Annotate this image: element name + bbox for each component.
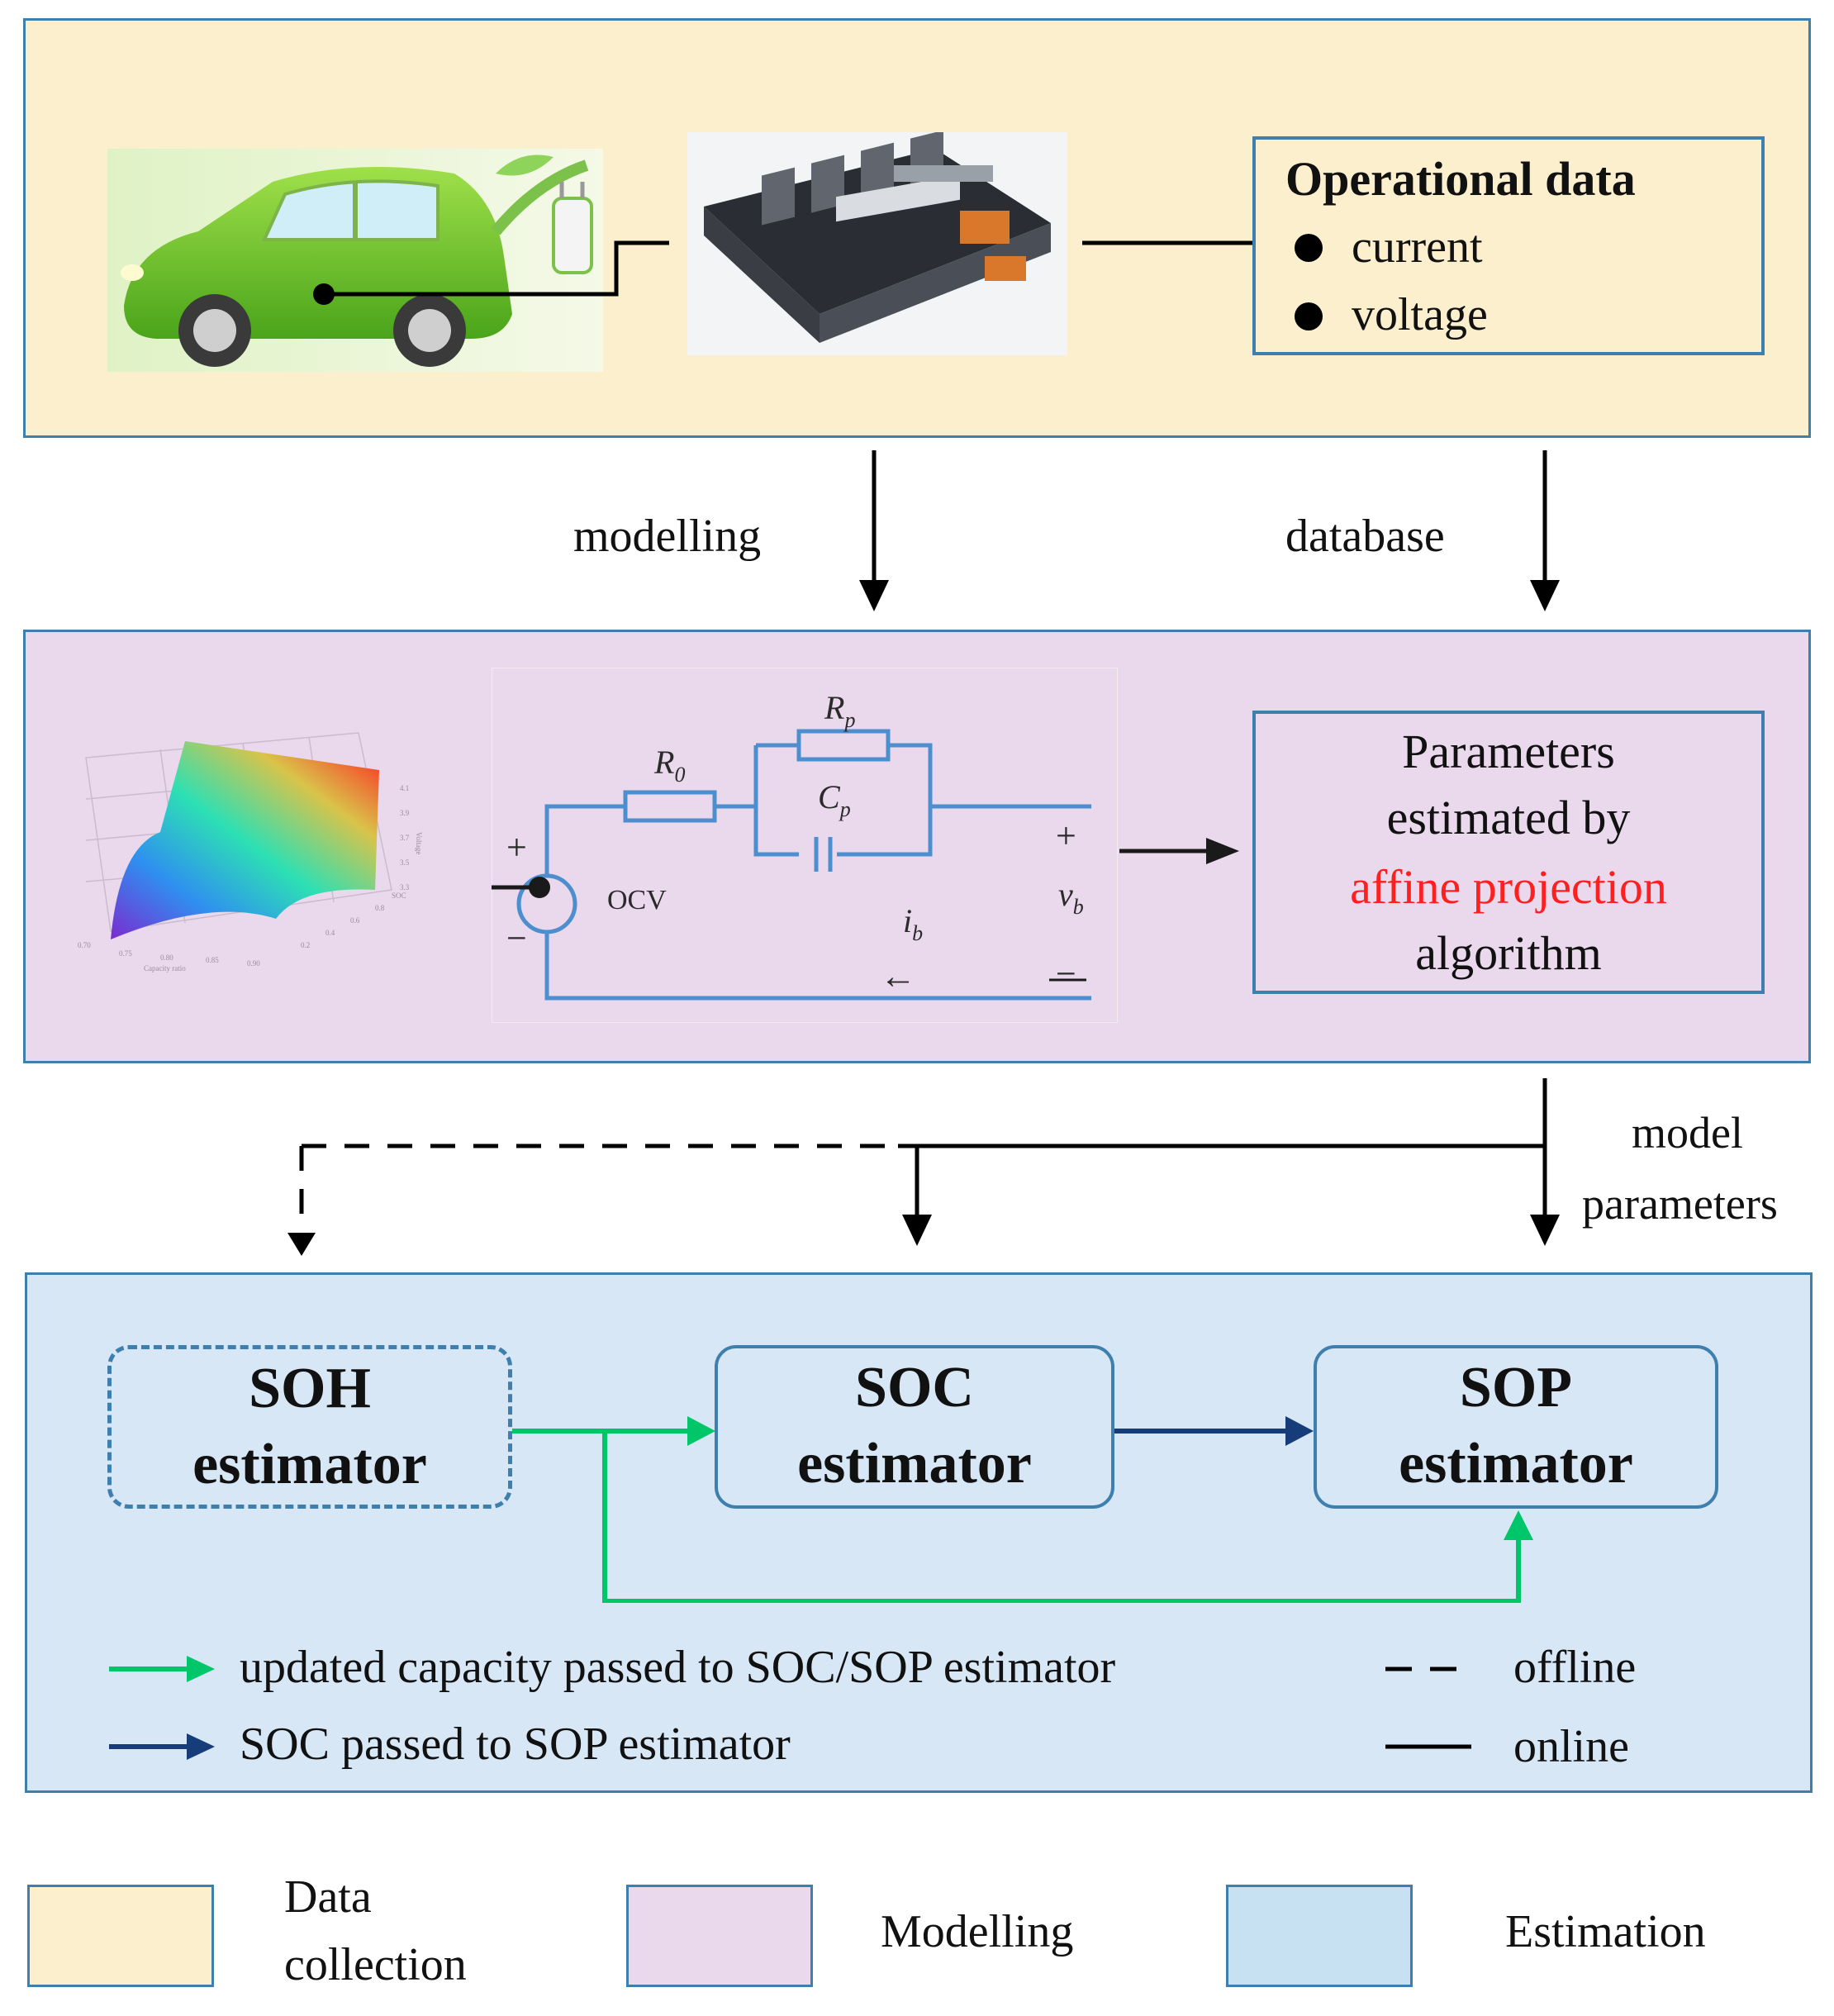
label-database: database [1285, 511, 1445, 562]
flow-arrows-top [859, 450, 1560, 611]
legend-solid-line-icon [1385, 1744, 1471, 1749]
svg-text:3.7: 3.7 [400, 834, 410, 842]
svg-text:0.4: 0.4 [325, 929, 335, 937]
parameters-box: Parameters estimated by affine projectio… [1252, 711, 1765, 994]
sop-estimator-box: SOP estimator [1314, 1345, 1718, 1509]
ocv-source [516, 873, 577, 934]
legend-swatch-estimation [1226, 1885, 1413, 1987]
arrow-to-parameters [1119, 838, 1239, 864]
parameters-line4: algorithm [1415, 926, 1602, 980]
sop-line2: estimator [1399, 1432, 1633, 1495]
legend-navy-text: SOC passed to SOP estimator [240, 1719, 791, 1770]
legend-swatch-modelling [626, 1885, 813, 1987]
soh-line2: estimator [192, 1433, 427, 1496]
svg-text:3.5: 3.5 [400, 858, 410, 867]
svg-text:0.6: 0.6 [350, 916, 360, 925]
operational-data-title: Operational data [1285, 152, 1636, 206]
soh-estimator-box: SOH estimator [107, 1345, 512, 1509]
soc-estimator-box: SOC estimator [715, 1345, 1114, 1509]
plus-right: + [1056, 815, 1076, 856]
svg-text:0.90: 0.90 [247, 959, 260, 968]
svg-text:0.70: 0.70 [78, 941, 91, 949]
legend-online-text: online [1513, 1721, 1629, 1772]
svg-text:4.1: 4.1 [400, 784, 409, 792]
operational-data-item-voltage: voltage [1352, 289, 1488, 340]
bullet-icon [1295, 302, 1323, 330]
svg-text:0.80: 0.80 [160, 953, 173, 962]
parameters-line3-highlight: affine projection [1350, 860, 1667, 914]
car-battery-connector [313, 240, 1254, 305]
svg-text:Voltage: Voltage [415, 832, 423, 854]
label-model-parameters-line1: model [1632, 1108, 1743, 1158]
svg-text:0.75: 0.75 [119, 949, 132, 958]
minus-right: − [1056, 953, 1076, 994]
flow-arrows-middle [287, 1078, 1560, 1256]
svg-text:Capacity ratio: Capacity ratio [144, 964, 186, 972]
label-modelling: modelling [573, 511, 762, 562]
svg-text:0.8: 0.8 [375, 904, 385, 912]
svg-text:0.85: 0.85 [206, 956, 219, 964]
bullet-icon [1295, 234, 1323, 262]
plus-left: + [506, 827, 527, 868]
operational-data-box: Operational data current voltage [1252, 136, 1765, 355]
soh-line1: SOH [249, 1357, 371, 1420]
legend-green-arrow-icon [109, 1656, 215, 1682]
legend-green-text: updated capacity passed to SOC/SOP estim… [240, 1642, 1116, 1693]
svg-text:3.9: 3.9 [400, 809, 410, 817]
soc-line2: estimator [797, 1432, 1032, 1495]
ocv-label: OCV [607, 885, 667, 915]
legend-dashed-line-icon [1385, 1667, 1471, 1671]
legend-navy-arrow-icon [109, 1733, 215, 1760]
svg-text:SOC: SOC [392, 892, 406, 900]
current-arrow-icon: ← [880, 956, 916, 996]
legend-offline-text: offline [1513, 1642, 1637, 1693]
svg-text:3.3: 3.3 [400, 883, 410, 892]
parameters-line1: Parameters [1402, 725, 1615, 778]
minus-left: − [506, 918, 527, 958]
legend-swatch-data-collection [27, 1885, 214, 1987]
estimation-arrows [512, 1416, 1533, 1603]
legend-data-collection-line1: Data [284, 1871, 372, 1923]
battery-pack-image [687, 132, 1067, 355]
legend-data-collection-line2: collection [284, 1939, 467, 1990]
ocv-surface-plot: 0.70 0.75 0.80 0.85 0.90 Capacity ratio 4.1… [28, 708, 446, 981]
legend-modelling-text: Modelling [881, 1906, 1074, 1957]
svg-text:0.2: 0.2 [301, 941, 310, 949]
soc-line1: SOC [855, 1356, 974, 1419]
label-model-parameters-line2: parameters [1582, 1179, 1778, 1229]
parameters-line2: estimated by [1386, 791, 1631, 844]
legend-estimation-text: Estimation [1505, 1906, 1706, 1957]
operational-data-item-current: current [1352, 221, 1483, 273]
sop-line1: SOP [1459, 1356, 1573, 1419]
equivalent-circuit: R0 Rp Cp OCV + − + − vb ib ← [492, 668, 1118, 1023]
